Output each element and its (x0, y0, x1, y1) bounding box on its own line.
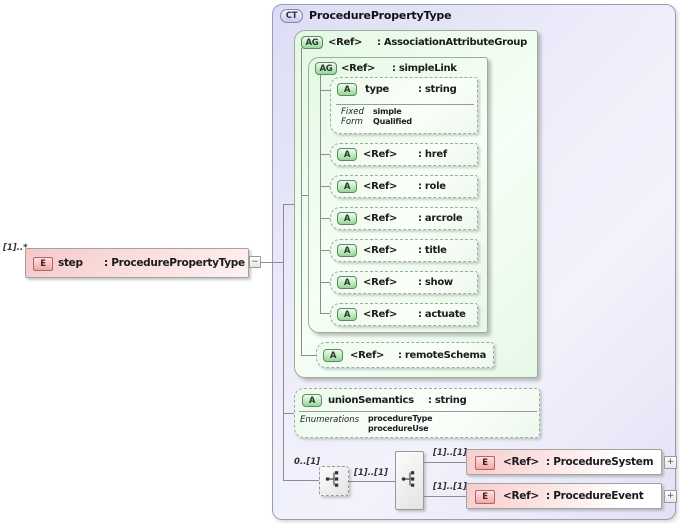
connector-stub-union (283, 413, 294, 414)
attribute-type-label: : actuate (418, 309, 466, 320)
attribute-name: type (365, 84, 390, 95)
connector-step-to-type (261, 262, 283, 263)
attribute-badge: A (337, 180, 357, 193)
facet-label: Fixed (341, 107, 364, 117)
facet-label: Enumerations (300, 415, 360, 425)
attribute-ref-label: <Ref> (363, 277, 398, 288)
attribute-badge: A (337, 308, 357, 321)
attribute-ref-label: <Ref> (363, 309, 398, 320)
element-type-label: : ProcedureEvent (546, 490, 644, 502)
attribute-ref-label: <Ref> (363, 181, 398, 192)
collapse-button-step[interactable]: − (249, 256, 261, 268)
element-badge: E (475, 456, 495, 470)
branch-occurrence-label: [1]..[1] (433, 482, 467, 492)
connector-stub-simplelink (301, 195, 308, 196)
compositor-fork-icon (400, 469, 420, 493)
element-type-label: : ProcedurePropertyType (104, 257, 245, 269)
connector-stub-actuate (320, 313, 330, 314)
element-badge: E (475, 490, 495, 504)
attribute-title[interactable]: A <Ref> : title (330, 239, 478, 262)
connector-trunk-ag (301, 48, 302, 356)
ag-badge: AG (301, 36, 323, 49)
attribute-show[interactable]: A <Ref> : show (330, 271, 478, 294)
attribute-href[interactable]: A <Ref> : href (330, 143, 478, 166)
facet-divider (336, 104, 474, 105)
attribute-name: unionSemantics (328, 395, 414, 406)
attribute-ref-label: <Ref> (363, 213, 398, 224)
element-procedureevent[interactable]: E <Ref> : ProcedureEvent (466, 483, 662, 509)
attribute-role[interactable]: A <Ref> : role (330, 175, 478, 198)
compositor-fork-icon (324, 469, 344, 493)
element-proceduresystem[interactable]: E <Ref> : ProcedureSystem (466, 449, 662, 475)
ag-ref-label: <Ref> (328, 37, 363, 48)
attribute-type-label: : href (418, 149, 447, 160)
attribute-ref-label: <Ref> (363, 149, 398, 160)
attribute-badge: A (337, 148, 357, 161)
attribute-ref-label: <Ref> (350, 350, 385, 361)
attribute-type-label: : remoteSchema (398, 350, 487, 361)
attribute-actuate[interactable]: A <Ref> : actuate (330, 303, 478, 326)
attribute-type-label: : role (418, 181, 446, 192)
facet-value: Qualified (373, 117, 412, 126)
connector-trunk-outer (283, 204, 284, 481)
sequence-occurrence-label: 0..[1] (294, 457, 321, 467)
simplelink-ref-label: <Ref> (341, 63, 376, 74)
attribute-type-label: : string (428, 395, 467, 406)
connector-stub-type (320, 90, 330, 91)
simplelink-badge: AG (315, 62, 337, 75)
attribute-badge: A (302, 394, 322, 407)
sequence-compositor[interactable] (319, 466, 349, 496)
enumeration-value: procedureType (368, 414, 433, 423)
element-name: step (58, 257, 83, 269)
element-type-label: : ProcedureSystem (546, 456, 654, 468)
ag-type-label: : AssociationAttributeGroup (377, 37, 527, 48)
element-ref-label: <Ref> (503, 490, 539, 502)
facet-label: Form (341, 117, 363, 127)
choice-occurrence-label: [1]..[1] (354, 468, 388, 478)
facet-value: simple (373, 107, 402, 116)
attribute-type-label: : arcrole (418, 213, 463, 224)
connector-trunk-simplelink (320, 75, 321, 314)
element-badge: E (33, 257, 53, 271)
connector-branch-event (424, 496, 466, 497)
expand-button-proceduresystem[interactable]: + (664, 456, 677, 469)
facet-divider (299, 411, 537, 412)
connector-branch-system (424, 462, 466, 463)
connector-stub-ag (283, 204, 294, 205)
enumeration-value: procedureUse (368, 424, 429, 433)
attribute-type[interactable]: A type : string Fixed simple Form Qualif… (330, 77, 478, 134)
attribute-type-label: : show (418, 277, 453, 288)
attribute-ref-label: <Ref> (363, 245, 398, 256)
connector-stub-arcrole (320, 218, 330, 219)
connector-stub-sequence (283, 480, 319, 481)
expand-button-procedureevent[interactable]: + (664, 490, 677, 503)
attribute-badge: A (337, 212, 357, 225)
connector-stub-href (320, 154, 330, 155)
element-step[interactable]: E step : ProcedurePropertyType (25, 248, 249, 278)
connector-stub-show (320, 282, 330, 283)
complex-type-badge: CT (280, 9, 303, 23)
connector-stub-title (320, 250, 330, 251)
choice-compositor[interactable] (395, 451, 424, 510)
complex-type-title: ProcedurePropertyType (309, 9, 452, 22)
attribute-unionsemantics[interactable]: A unionSemantics : string Enumerations p… (294, 388, 540, 438)
attribute-remoteschema[interactable]: A <Ref> : remoteSchema (316, 342, 494, 368)
attribute-badge: A (323, 349, 343, 362)
step-occurrence-label: [1]..* (3, 243, 28, 253)
element-ref-label: <Ref> (503, 456, 539, 468)
connector-stub-role (320, 186, 330, 187)
attribute-badge: A (337, 276, 357, 289)
attribute-badge: A (337, 244, 357, 257)
connector-stub-remoteschema (301, 355, 316, 356)
attribute-arcrole[interactable]: A <Ref> : arcrole (330, 207, 478, 230)
simplelink-type-label: : simpleLink (392, 63, 457, 74)
attribute-type-label: : title (418, 245, 447, 256)
attribute-type-label: : string (418, 84, 457, 95)
attribute-badge: A (337, 83, 357, 96)
connector-seq-to-choice (349, 481, 395, 482)
branch-occurrence-label: [1]..[1] (433, 448, 467, 458)
